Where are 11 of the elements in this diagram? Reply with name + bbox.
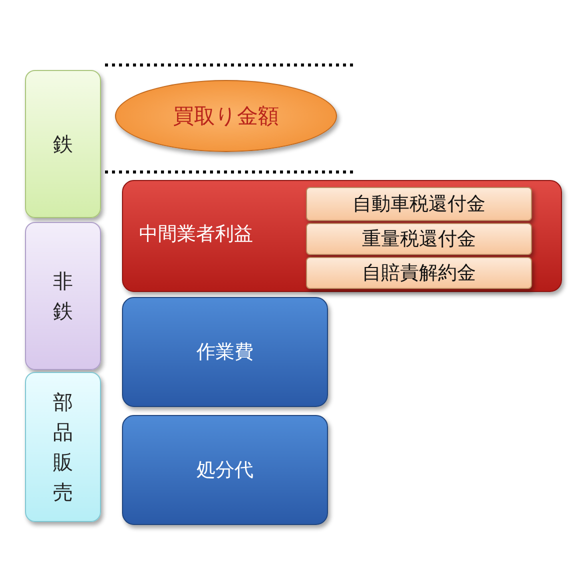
amount-ellipse: 買取り金額 [115, 80, 337, 152]
cost-box: 作業費 [122, 297, 328, 407]
cost-box: 処分代 [122, 415, 328, 525]
side-box: 非鉄 [25, 222, 101, 370]
box-label: 中間業者利益 [139, 222, 253, 247]
side-box: 部品販売 [25, 372, 101, 522]
side-box: 鉄 [25, 70, 101, 218]
item-box: 重量税還付金 [306, 223, 532, 255]
item-box: 自賠責解約金 [306, 257, 532, 289]
item-box: 自動車税還付金 [306, 187, 532, 221]
profit-box [122, 180, 562, 292]
